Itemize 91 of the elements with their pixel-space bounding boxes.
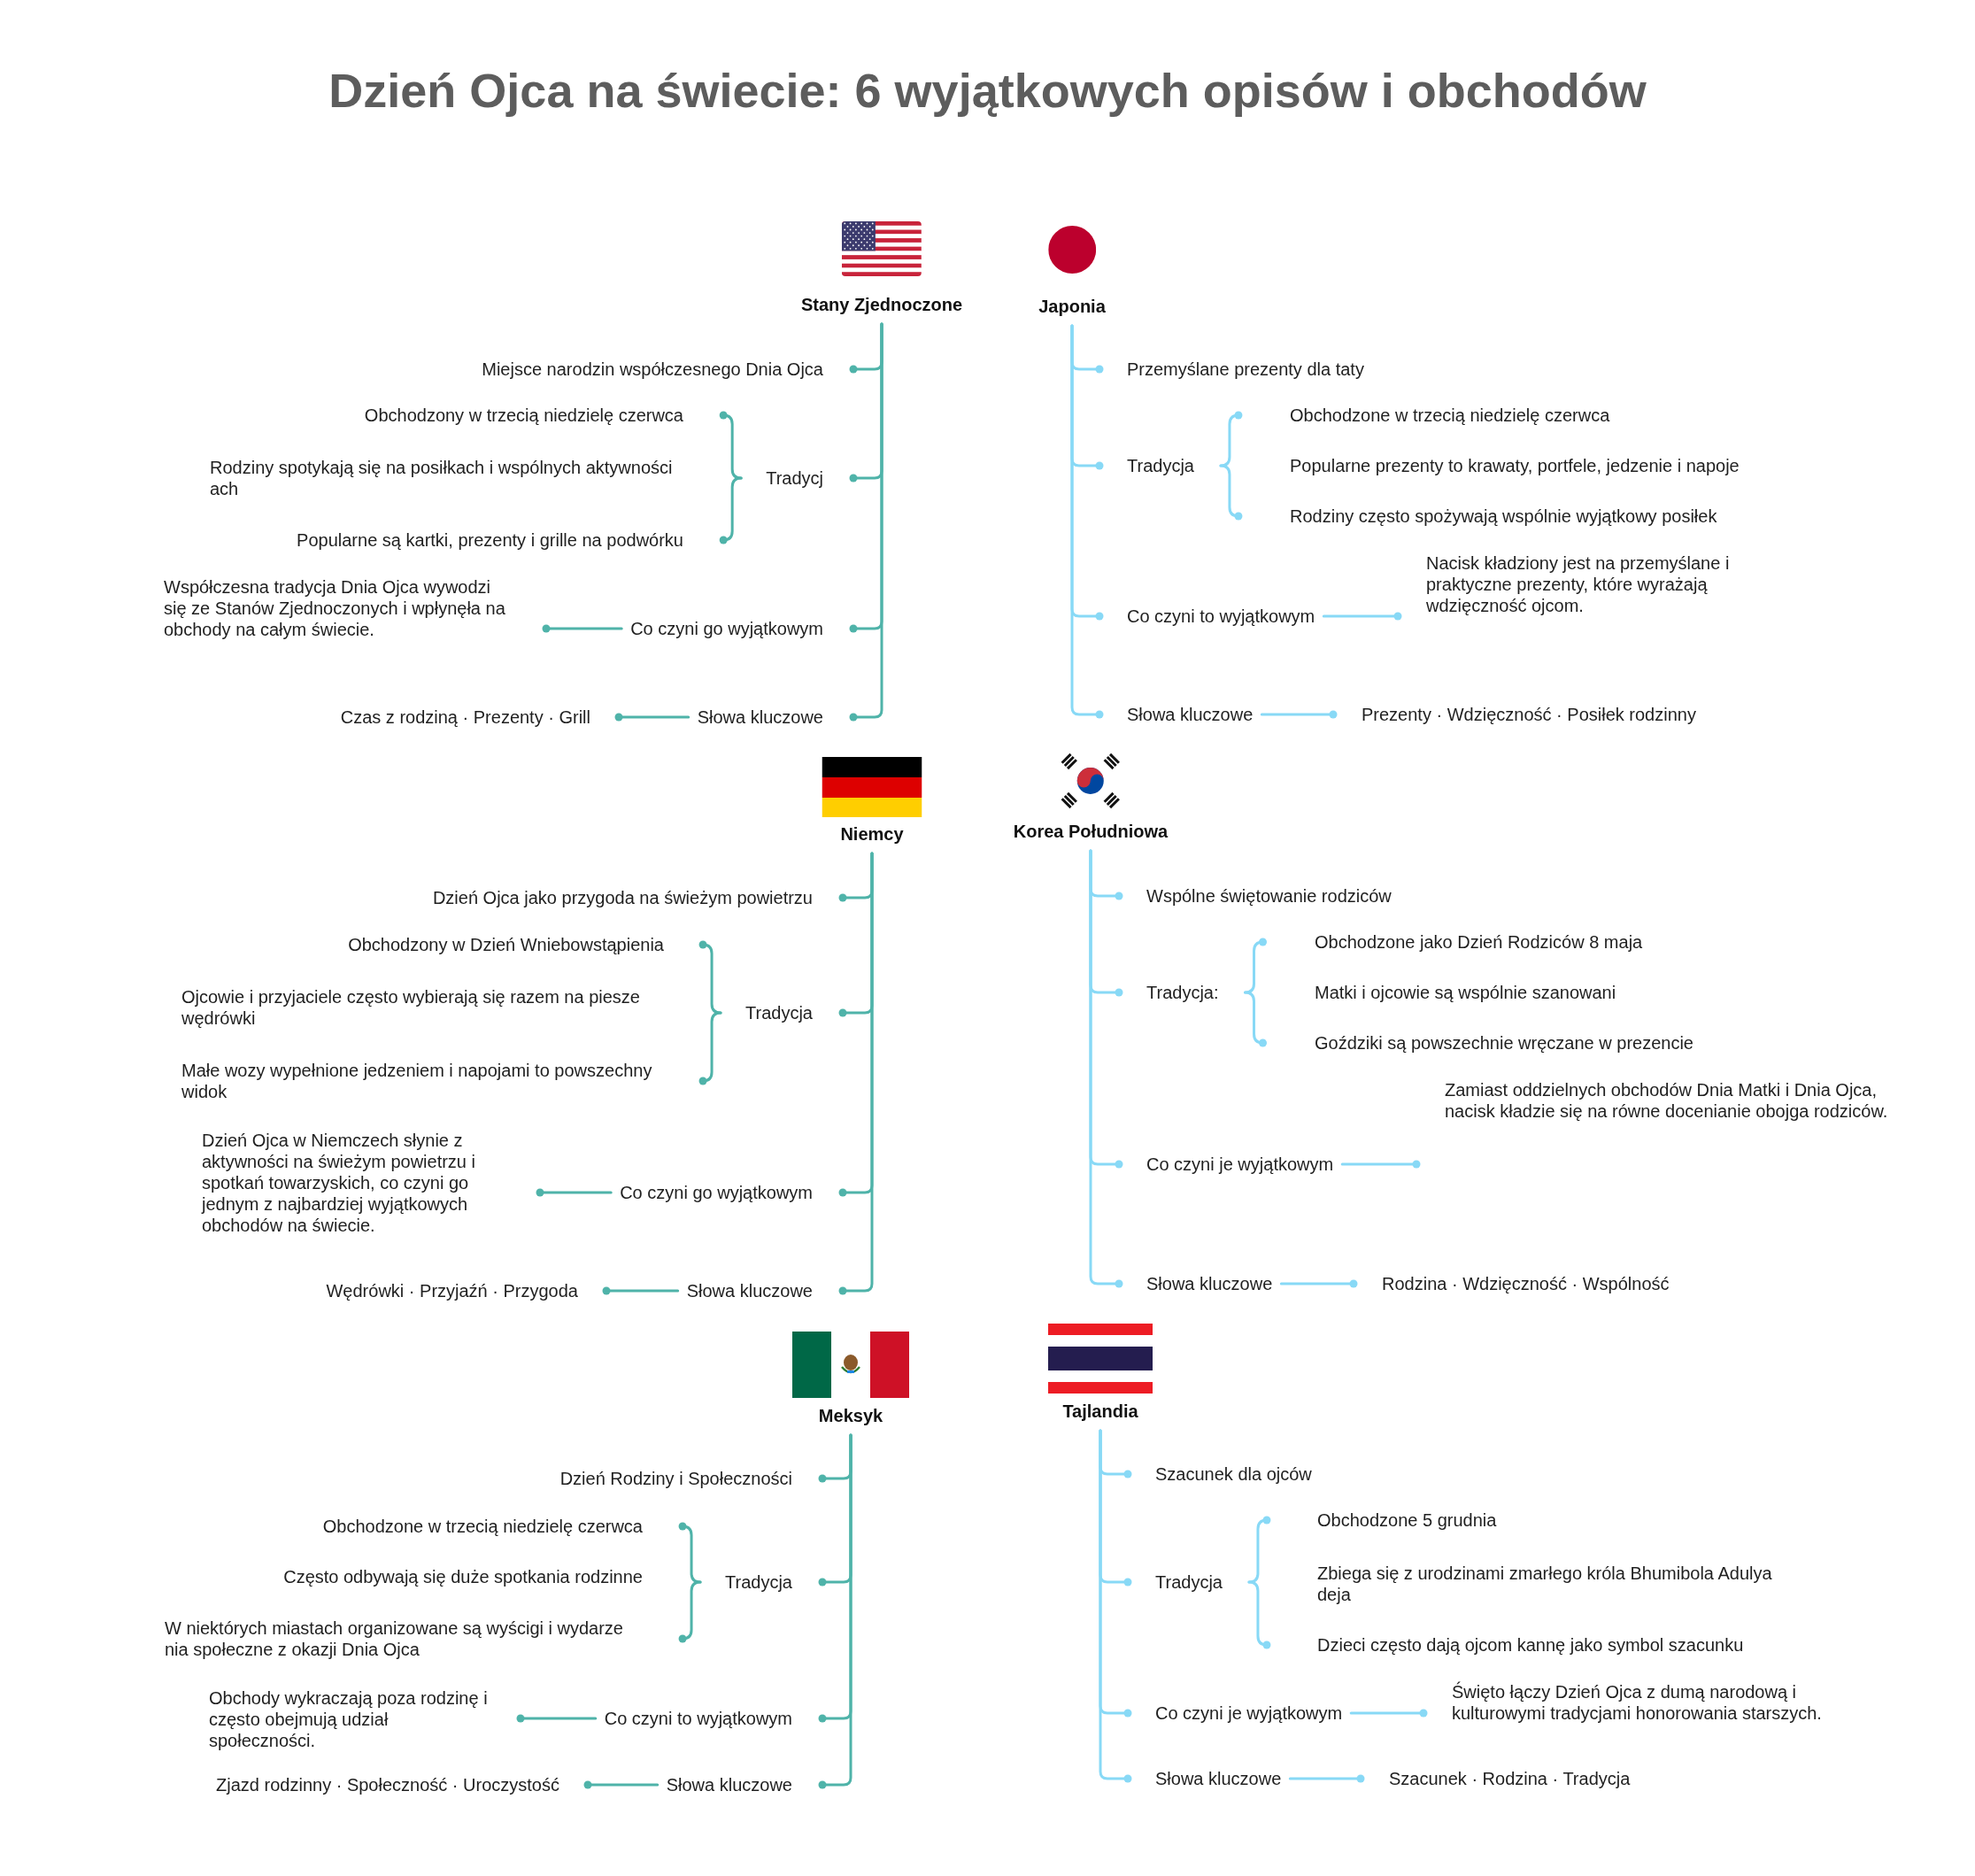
connector-line <box>602 1286 680 1295</box>
connector-line <box>1070 324 1104 719</box>
description-text: Święto łączy Dzień Ojca z dumą narodową i kulturowymi tradycjami honorowania starszych. <box>1452 1681 1850 1724</box>
connector-line <box>1340 1160 1421 1169</box>
list-item-text: Małe wozy wypełnione jedzeniem i napojami to powszechny widok <box>181 1060 664 1102</box>
branch-label: Wspólne świętowanie rodziców <box>1146 885 1392 907</box>
list-item-text: Obchodzone w trzecią niedzielę czerwca <box>322 1516 643 1537</box>
keywords-text: Zjazd rodzinny · Społeczność · Uroczystość <box>216 1774 559 1795</box>
list-item-text: Zbiega się z urodzinami zmarłego króla Bhumibola Adulya deja <box>1317 1563 1786 1605</box>
branch-label: Tradycja <box>725 1571 792 1593</box>
branch-label: Tradycj <box>766 467 823 489</box>
connector-line <box>536 1188 613 1197</box>
branch-label: Co czyni to wyjątkowym <box>1127 606 1315 627</box>
branch-label: Słowa kluczowe <box>666 1774 792 1795</box>
description-text: Współczesna tradycja Dnia Ojca wywodzi się ze Stanów Zjednoczonych i wpłynęła na obchody na całym świecie. <box>164 576 518 640</box>
curly-brace <box>1244 938 1267 994</box>
curly-brace <box>1247 1516 1271 1584</box>
connector-line <box>1099 1429 1132 1783</box>
description-text: Dzień Ojca w Niemczech słynie z aktywności na świeżym powietrzu i spotkań towarzyskich, co czyni go jednym z najbardziej wyjątkowych obchodów na świecie. <box>202 1130 512 1236</box>
connector-line <box>838 852 874 1295</box>
list-item-text: Rodziny spotykają się na posiłkach i wspólnych aktywności ach <box>210 457 683 499</box>
list-item-text: Obchodzony w Dzień Wniebowstąpienia <box>348 934 664 955</box>
branch-label: Dzień Rodziny i Społeczności <box>559 1468 792 1489</box>
curly-brace <box>678 1580 702 1643</box>
country-name: Niemcy <box>840 823 904 845</box>
connector-line <box>1322 612 1402 621</box>
list-item-text: Obchodzony w trzecią niedzielę czerwca <box>364 405 683 426</box>
list-item-text: W niektórych miastach organizowane są wyścigi i wydarze nia społeczne z okazji Dnia Ojca <box>165 1617 643 1660</box>
connector-line <box>1349 1709 1428 1718</box>
connector-line <box>1260 710 1338 719</box>
branch-label: Słowa kluczowe <box>1146 1273 1273 1294</box>
connector-line <box>818 1433 852 1789</box>
curly-brace <box>719 411 743 480</box>
branch-label: Tradycja <box>1127 455 1194 476</box>
keywords-text: Wędrówki · Przyjaźń · Przygoda <box>326 1280 578 1301</box>
curly-brace <box>698 940 722 1015</box>
list-item-text: Popularne są kartki, prezenty i grille na podwórku <box>297 529 683 551</box>
branch-label: Tradycja <box>1155 1571 1223 1593</box>
branch-label: Miejsce narodzin współczesnego Dnia Ojca <box>482 359 823 380</box>
keywords-text: Prezenty · Wdzięczność · Posiłek rodzinny <box>1362 704 1696 725</box>
branch-label: Szacunek dla ojców <box>1155 1463 1312 1485</box>
branch-label: Dzień Ojca jako przygoda na świeżym powietrzu <box>432 887 813 908</box>
branch-label: Słowa kluczowe <box>1155 1768 1282 1789</box>
country-name: Stany Zjednoczone <box>800 294 963 315</box>
connector-line <box>1288 1774 1365 1783</box>
branch-label: Tradycja <box>745 1002 813 1023</box>
title: Dzień Ojca na świecie: 6 wyjątkowych opisów i obchodów <box>328 63 1647 118</box>
curly-brace <box>698 1011 722 1085</box>
connector-line <box>542 624 623 633</box>
connector-line <box>1279 1279 1358 1288</box>
list-item-text: Często odbywają się duże spotkania rodzinne <box>283 1566 643 1587</box>
list-item-text: Matki i ojcowie są wspólnie szanowani <box>1315 982 1616 1003</box>
list-item-text: Dzieci często dają ojcom kannę jako symbol szacunku <box>1317 1634 1744 1656</box>
list-item-text: Obchodzone jako Dzień Rodziców 8 maja <box>1315 931 1643 953</box>
branch-label: Co czyni je wyjątkowym <box>1155 1702 1343 1724</box>
branch-label: Słowa kluczowe <box>1127 704 1254 725</box>
keywords-text: Szacunek · Rodzina · Tradycja <box>1389 1768 1631 1789</box>
list-item-text: Rodziny często spożywają wspólnie wyjątkowy posiłek <box>1290 506 1717 527</box>
list-item-text: Obchodzone 5 grudnia <box>1317 1509 1497 1531</box>
branch-label: Co czyni go wyjątkowym <box>630 618 823 639</box>
connector-line <box>849 322 883 722</box>
connector-line <box>583 1780 660 1789</box>
list-item-text: Ojcowie i przyjaciele często wybierają się razem na piesze wędrówki <box>181 986 664 1029</box>
keywords-text: Czas z rodziną · Prezenty · Grill <box>340 706 590 728</box>
branch-label: Tradycja: <box>1146 982 1219 1003</box>
branch-label: Co czyni to wyjątkowym <box>604 1708 792 1729</box>
list-item-text: Goździki są powszechnie wręczane w prezencie <box>1315 1032 1693 1054</box>
branch-label: Słowa kluczowe <box>697 706 823 728</box>
country-name: Japonia <box>1038 296 1106 317</box>
branch-label: Co czyni go wyjątkowym <box>620 1182 813 1203</box>
description-text: Zamiast oddzielnych obchodów Dnia Matki i Dnia Ojca, nacisk kładzie się na równe docenianie obojga rodziców. <box>1445 1079 1918 1122</box>
curly-brace <box>1244 991 1267 1047</box>
branch-label: Co czyni je wyjątkowym <box>1146 1154 1334 1175</box>
branch-label: Przemyślane prezenty dla taty <box>1127 359 1364 380</box>
keywords-text: Rodzina · Wdzięczność · Wspólność <box>1382 1273 1670 1294</box>
description-text: Nacisk kładziony jest na przemyślane i praktyczne prezenty, które wyrażają wdzięczność ojcom. <box>1426 552 1754 616</box>
country-name: Tajlandia <box>1062 1401 1138 1422</box>
connector-line <box>1089 849 1123 1288</box>
curly-brace <box>1247 1580 1271 1649</box>
list-item-text: Popularne prezenty to krawaty, portfele, jedzenie i napoje <box>1290 455 1740 476</box>
country-name: Meksyk <box>818 1405 883 1426</box>
curly-brace <box>1219 411 1243 467</box>
description-text: Obchody wykraczają poza rodzinę i często obejmują udział społeczności. <box>209 1687 492 1751</box>
curly-brace <box>719 476 743 544</box>
list-item-text: Obchodzone w trzecią niedzielę czerwca <box>1290 405 1610 426</box>
connector-line <box>516 1714 598 1723</box>
connector-line <box>614 713 690 722</box>
branch-label: Słowa kluczowe <box>686 1280 813 1301</box>
curly-brace <box>1219 464 1243 521</box>
curly-brace <box>678 1522 702 1584</box>
country-name: Korea Południowa <box>1013 821 1169 842</box>
